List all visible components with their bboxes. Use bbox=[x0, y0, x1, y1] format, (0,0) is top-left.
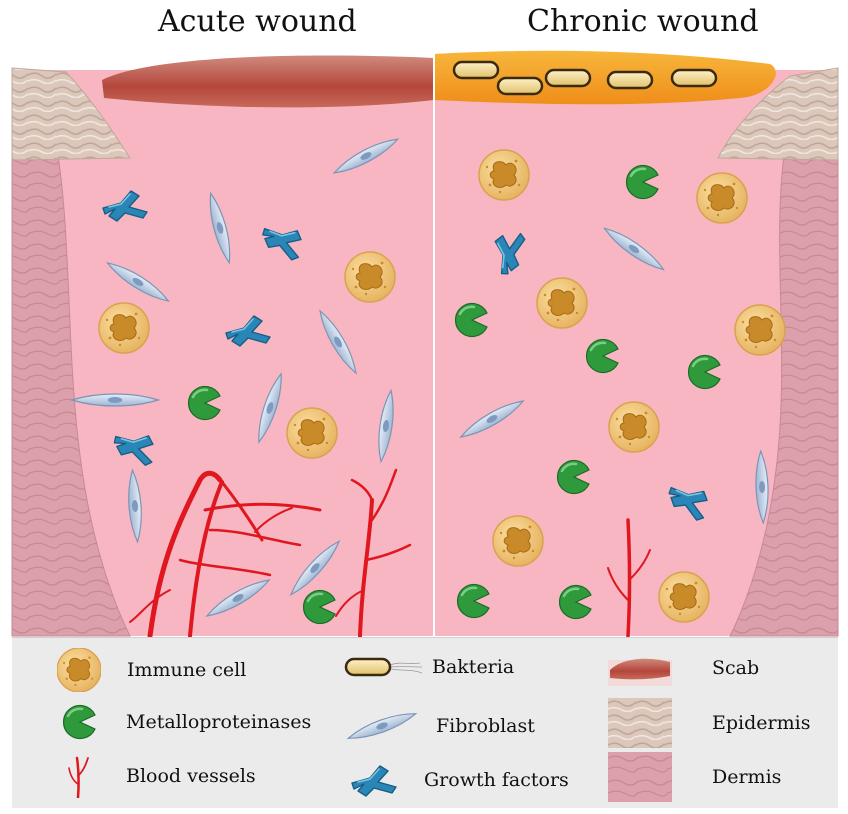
immune-cell bbox=[609, 402, 659, 452]
legend-item-scab: Scab bbox=[608, 650, 759, 686]
legend: Immune cell Metalloproteinases Blood ves… bbox=[12, 637, 838, 808]
scab bbox=[102, 56, 434, 108]
legend-item-fibroblast: Fibroblast bbox=[342, 708, 535, 744]
immune-cell bbox=[493, 516, 543, 566]
legend-item-metalloproteinases: Metalloproteinases bbox=[62, 704, 311, 740]
bacterium-icon bbox=[342, 652, 422, 682]
fibroblast-icon bbox=[342, 708, 422, 744]
dermis-icon bbox=[608, 752, 672, 802]
legend-label: Fibroblast bbox=[436, 715, 535, 737]
epidermis-icon bbox=[608, 698, 672, 748]
legend-label: Blood vessels bbox=[126, 765, 256, 787]
legend-label: Immune cell bbox=[127, 659, 246, 681]
bacterium bbox=[546, 70, 590, 86]
blood-vessel-icon bbox=[64, 754, 94, 798]
legend-label: Bakteria bbox=[432, 656, 514, 678]
legend-item-dermis: Dermis bbox=[608, 752, 781, 802]
legend-item-bakteria: Bakteria bbox=[342, 652, 514, 682]
immune-cell bbox=[537, 278, 587, 328]
legend-item-growth-factors: Growth factors bbox=[348, 760, 569, 800]
legend-label: Scab bbox=[712, 657, 759, 679]
legend-item-immune-cell: Immune cell bbox=[57, 648, 246, 692]
immune-cell bbox=[697, 173, 747, 223]
bacterium bbox=[608, 72, 652, 88]
immune-cell bbox=[287, 408, 337, 458]
legend-label: Metalloproteinases bbox=[126, 711, 311, 733]
legend-item-epidermis: Epidermis bbox=[608, 698, 810, 748]
immune-cell-icon bbox=[57, 648, 101, 692]
metalloproteinase-icon bbox=[62, 704, 98, 740]
immune-cell bbox=[735, 305, 785, 355]
growth-factor-icon bbox=[348, 760, 404, 800]
immune-cell bbox=[99, 303, 149, 353]
legend-label: Growth factors bbox=[424, 769, 569, 791]
wound-comparison-diagram bbox=[0, 0, 848, 640]
bacterium bbox=[498, 78, 542, 94]
scab-icon bbox=[608, 650, 672, 686]
bacterium bbox=[454, 62, 498, 78]
immune-cell bbox=[659, 572, 709, 622]
immune-cell bbox=[345, 252, 395, 302]
legend-label: Dermis bbox=[712, 766, 781, 788]
bacterium bbox=[672, 70, 716, 86]
wound-bed bbox=[12, 70, 838, 636]
legend-item-blood-vessels: Blood vessels bbox=[64, 754, 256, 798]
legend-label: Epidermis bbox=[712, 712, 810, 734]
immune-cell bbox=[479, 150, 529, 200]
